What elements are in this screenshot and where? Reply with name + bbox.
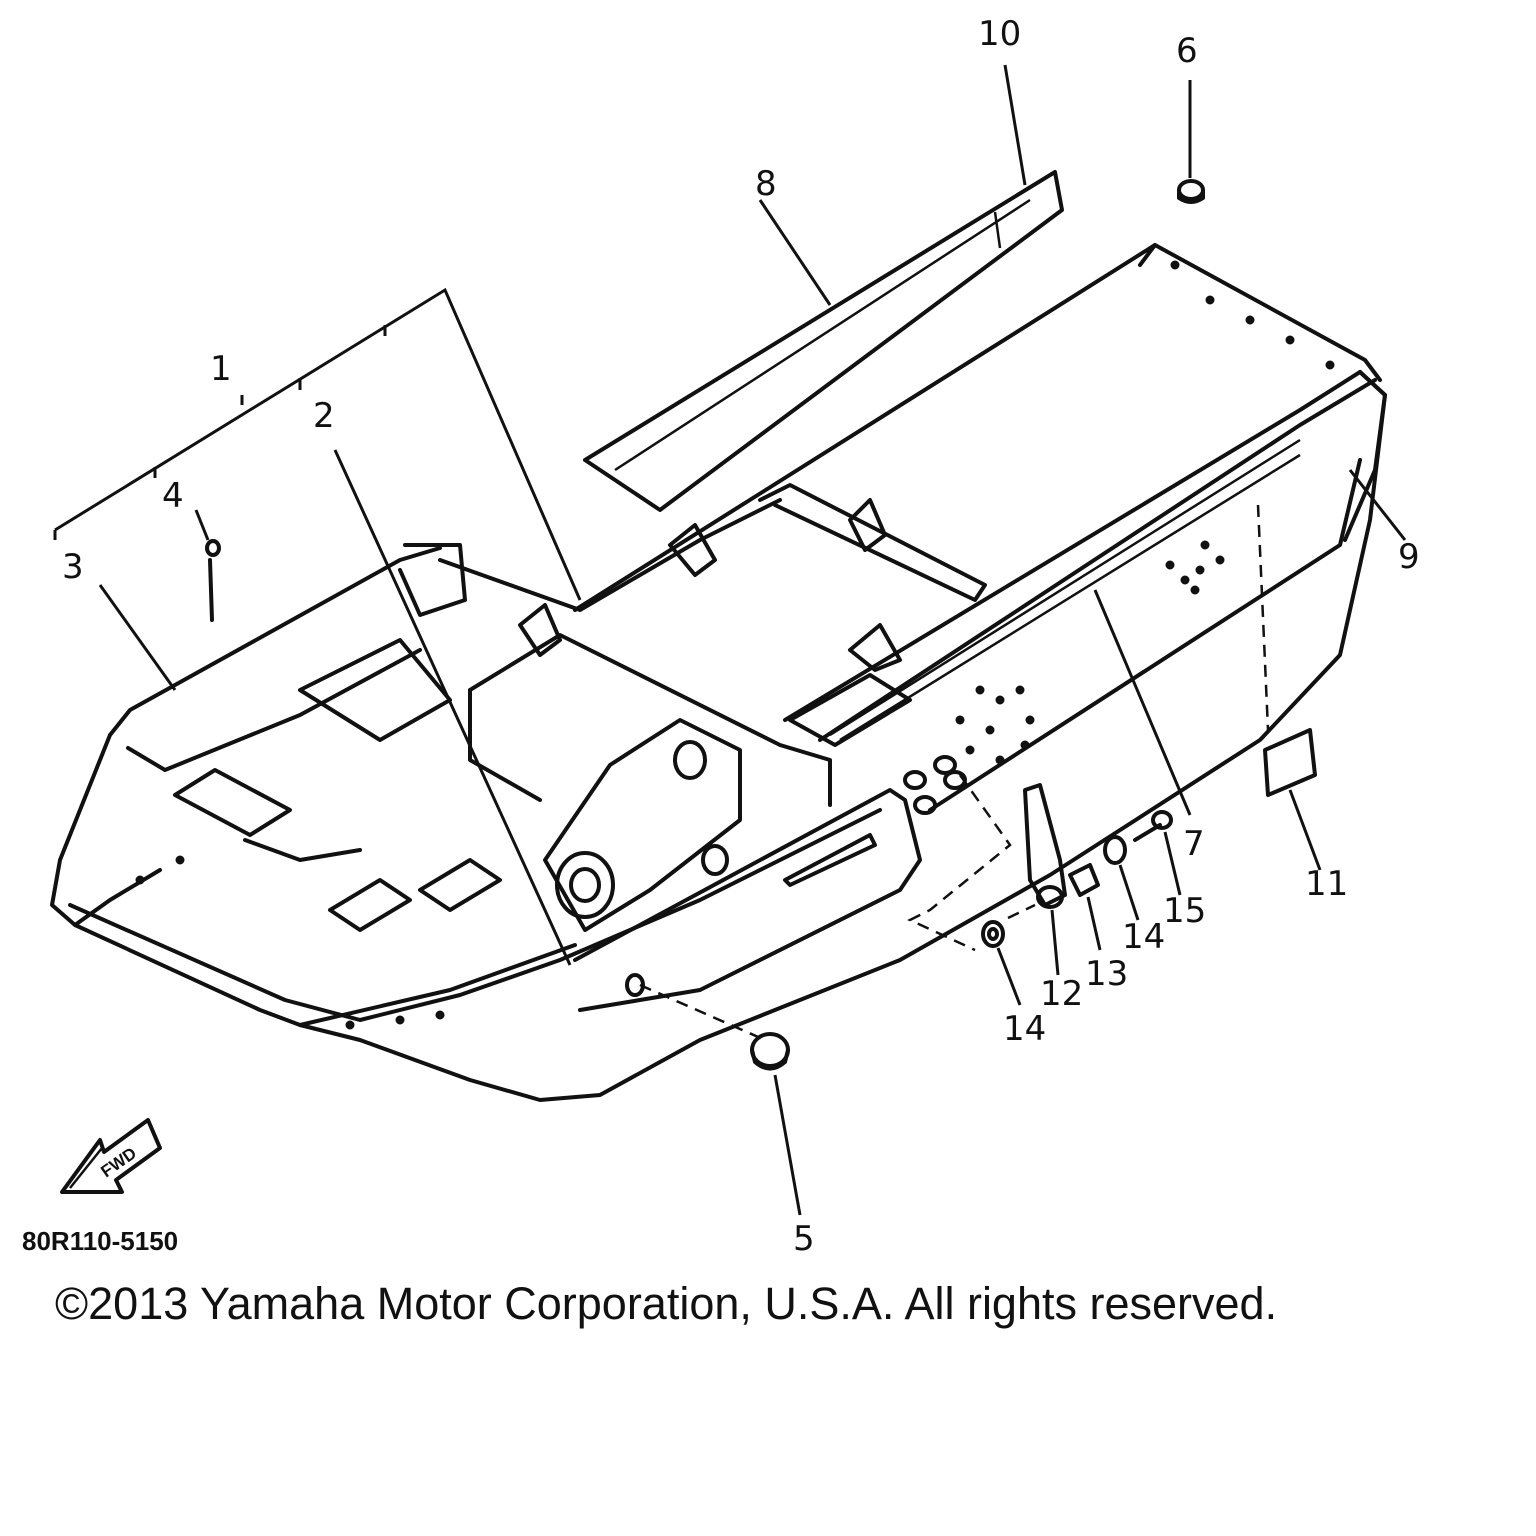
rivet-part-4	[205, 539, 221, 622]
callout-14b: 14	[1003, 1009, 1046, 1049]
callout-2: 2	[313, 396, 335, 436]
callout-6: 6	[1176, 31, 1198, 71]
callout-13: 13	[1085, 954, 1128, 994]
callout-bracket-1-2-3	[53, 287, 582, 601]
callout-14a: 14	[1122, 917, 1165, 957]
callout-3: 3	[62, 547, 84, 587]
stopper-assembly	[907, 774, 1173, 952]
callout-1: 1	[210, 349, 232, 389]
frame-body	[50, 243, 1387, 1102]
leader-lines	[98, 64, 1407, 1216]
label-part-11	[1263, 728, 1317, 797]
callout-4: 4	[162, 476, 184, 516]
callout-8: 8	[755, 164, 777, 204]
plug-part-5	[750, 1032, 790, 1071]
callout-10: 10	[978, 14, 1021, 54]
callout-numbers: 1 2 3 4 5 6 7 8 9 10 11 12 13 14 14 15	[62, 14, 1420, 1259]
callout-12: 12	[1040, 974, 1083, 1014]
drawing-code: 80R110-5150	[22, 1226, 178, 1256]
callout-7: 7	[1183, 824, 1205, 864]
callout-11: 11	[1305, 864, 1348, 904]
callout-5: 5	[793, 1219, 815, 1259]
callout-15: 15	[1163, 891, 1206, 931]
cap-part-6	[1177, 179, 1205, 204]
copyright-notice: ©2013 Yamaha Motor Corporation, U.S.A. A…	[55, 1278, 1278, 1329]
callout-9: 9	[1398, 537, 1420, 577]
rail-strip-part-8	[583, 170, 1064, 512]
fwd-arrow-icon: FWD	[60, 1118, 162, 1194]
